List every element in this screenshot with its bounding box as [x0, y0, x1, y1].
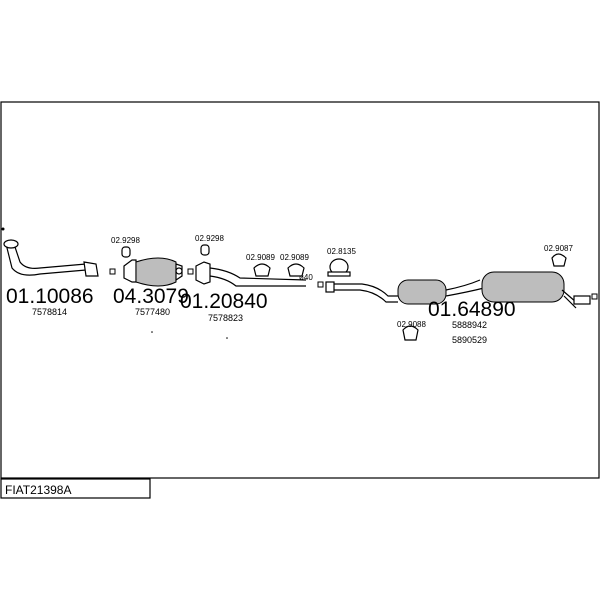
rear-silencer-assembly[interactable]	[325, 271, 591, 309]
connector-marker	[109, 268, 116, 275]
diagram-title: FIAT21398A	[5, 483, 71, 497]
rubber-mount[interactable]	[402, 325, 419, 341]
connector-marker	[591, 293, 598, 300]
front-pipe[interactable]	[1, 227, 99, 277]
rubber-mount[interactable]	[253, 263, 271, 277]
part-number-front-pipe: 01.10086	[6, 285, 94, 308]
catalytic-converter[interactable]	[123, 257, 183, 287]
oem-number: 7578823	[208, 313, 243, 323]
accessory-number: 02.9298	[111, 236, 140, 245]
accessory-number: 02.9088	[397, 320, 426, 329]
accessory-number: 02.9087	[544, 244, 573, 253]
rubber-mount[interactable]	[551, 253, 567, 267]
clamp-gasket[interactable]	[121, 246, 131, 258]
accessory-number: 02.8135	[327, 247, 356, 256]
pipe-diameter-label: ø40	[299, 273, 313, 282]
part-number-catalytic-converter: 04.3079	[113, 285, 189, 308]
pipe-clamp[interactable]	[327, 258, 351, 277]
part-number-intermediate-pipe: 01.20840	[180, 290, 268, 313]
accessory-number: 02.9089	[246, 253, 275, 262]
title-box	[0, 478, 151, 499]
accessory-number: 02.9298	[195, 234, 224, 243]
oem-number: 5890529	[452, 335, 487, 345]
oem-number: 7578814	[32, 307, 67, 317]
oem-number: 7577480	[135, 307, 170, 317]
intermediate-pipe[interactable]	[195, 261, 307, 287]
diagram-frame	[0, 101, 600, 479]
rubber-mount[interactable]	[287, 263, 305, 277]
clamp-gasket[interactable]	[200, 244, 210, 256]
marker-dot	[226, 337, 228, 339]
connector-marker	[187, 268, 194, 275]
oem-number: 5888942	[452, 320, 487, 330]
connector-marker	[317, 281, 324, 288]
part-number-rear-silencer: 01.64890	[428, 298, 516, 321]
accessory-number: 02.9089	[280, 253, 309, 262]
marker-dot	[151, 331, 153, 333]
